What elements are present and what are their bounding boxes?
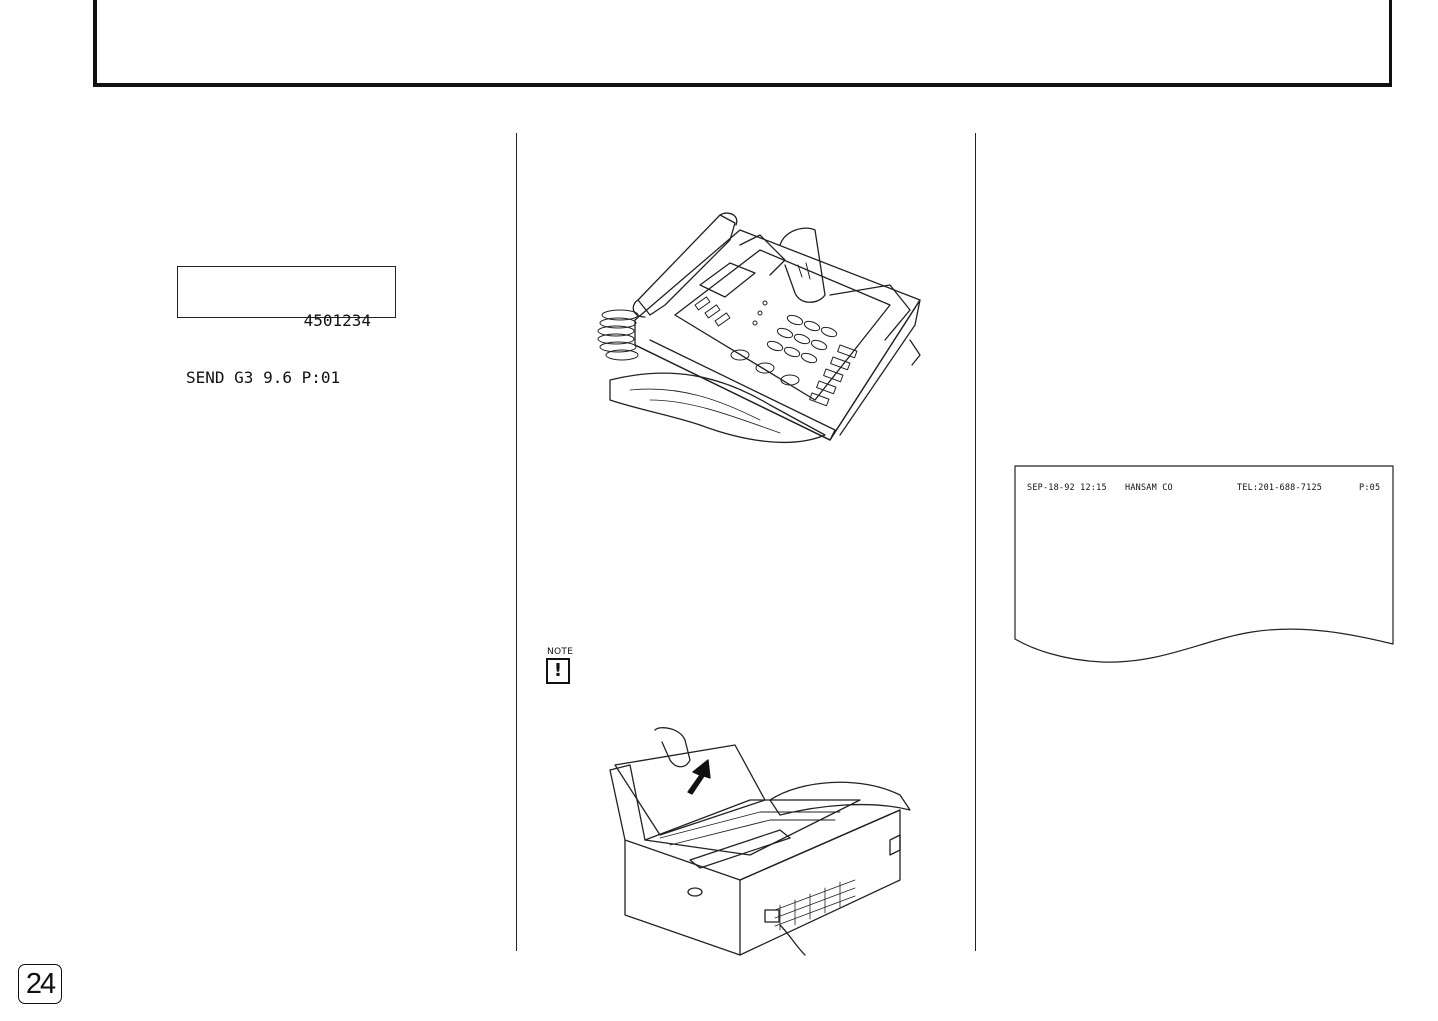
lcd-line-1: 4501234: [303, 311, 371, 330]
page-number: 24: [18, 964, 62, 1004]
lcd-line-2: SEND G3 9.6 P:01: [186, 368, 341, 387]
note-symbol: !: [553, 660, 563, 681]
column-divider-left: [516, 133, 517, 951]
note-exclamation-icon: !: [546, 658, 570, 684]
column-divider-right: [975, 133, 976, 951]
fax-tel: TEL:201-688-7125: [1237, 483, 1323, 493]
note-label: NOTE: [547, 647, 574, 657]
fax-page: P:05: [1359, 483, 1381, 493]
fax-sender: HANSAM CO: [1125, 483, 1173, 493]
received-fax-sheet: [1014, 465, 1394, 663]
fax-machine-feed-illustration: [597, 212, 921, 444]
fax-machine-open-cover-illustration: [609, 727, 911, 956]
lcd-display: 4501234 SEND G3 9.6 P:01: [177, 266, 396, 387]
fax-header-line: SEP-18-92 12:15 HANSAM CO TEL:201-688-71…: [1027, 483, 1387, 533]
fax-date-time: SEP-18-92 12:15: [1027, 483, 1107, 493]
header-frame: [93, 0, 1392, 87]
